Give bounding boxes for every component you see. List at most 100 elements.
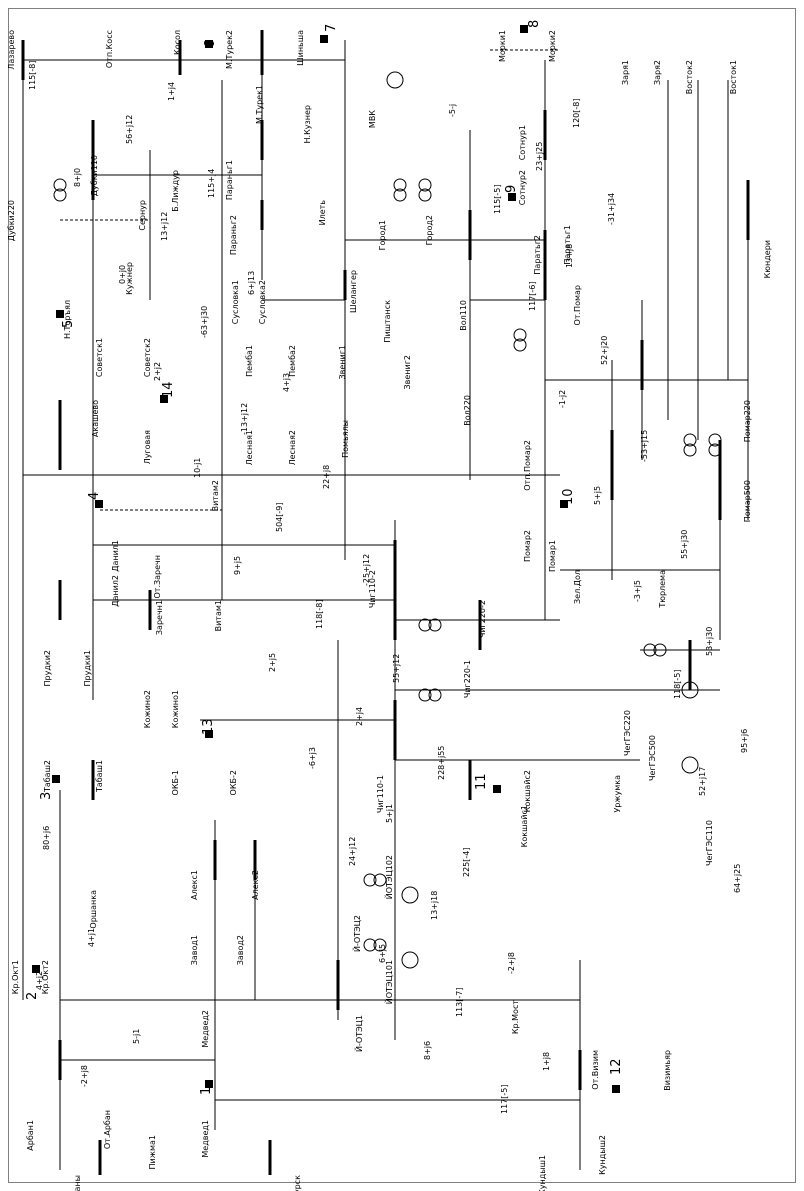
node-label-n22: Город2 [425,215,434,245]
flow-label: 4+j3 [282,373,291,392]
node-label-n11: Восток2 [685,60,694,94]
flow-label: 8+j6 [423,1041,432,1060]
node-label-n90: ЙОТЭЦ101 [383,960,394,1004]
node-label-n68: ЧегГЭС500 [648,735,657,781]
flow-label: 80+j6 [42,826,51,850]
node-label-n5: М.Турек1 [255,85,264,124]
flow-label: -13+j12 [240,403,249,435]
node-label-n27: Кюндери [763,240,772,278]
flow-labels: 115[-8]8+j00+j02+j210-j19+j52+j5-6+j324+… [28,61,749,1115]
node-label-n21: Город1 [378,220,387,250]
node-label-n43: Вол220 [463,395,472,426]
flow-label: 115[-8] [28,61,37,91]
node-label-n26: Паратьг2 [533,235,542,275]
node-label-n89: Й-ОТЭЦ1 [353,1015,364,1052]
node-label-n50: Отп.Помар2 [523,440,532,491]
node-label-n46: Луговая [143,430,152,464]
flow-label: 118[-8] [315,600,324,630]
flow-label: -6+j3 [308,747,317,769]
node-label-n79: ЧегГЭС110 [705,820,714,866]
node-label-n57: Помар1 [548,540,557,572]
flow-label: 6+j5 [378,944,387,963]
flow-label: 2+j5 [268,653,277,672]
node-label-n54: От.Заречн [153,555,162,599]
flow-label: 4+j2 [35,971,44,990]
flow-label: 64+j25 [733,864,742,893]
flow-label: 1+j4 [167,82,176,101]
flow-label: 13+j12 [160,212,169,241]
node-label-n92: Кр.Мост [511,1000,520,1034]
node-label-n98: Кундыш1 [538,1155,547,1191]
node-label-n19: Илеть [318,200,327,226]
flow-label: 10-j1 [193,458,202,478]
node-label-n48: Лесная2 [288,430,297,465]
flow-label: 5-j1 [132,1029,141,1044]
area-number: 12 [609,1058,624,1075]
node-label-n81: Алекс2 [251,870,260,900]
node-label-n58: Зел.Дол [573,570,582,604]
flow-label: 113[-7] [455,988,464,1018]
flow-label: 55+j30 [680,530,689,559]
area-number: 13 [201,718,216,735]
node-label-n100: Люльпаны [73,1175,82,1191]
node-label-n32: Сусловка2 [258,280,267,324]
flow-label: 52+j17 [698,767,707,796]
node-label-n74: Табаш1 [95,760,104,793]
flow-label: 13+j8 [565,244,574,268]
node-label-n71: ОКБ-1 [171,770,180,795]
node-label-n13: Дубки110 [90,155,99,196]
node-label-n60: Чиг110-2 [368,570,377,608]
flow-label: -3+j5 [633,580,642,602]
flow-label: 115[-5] [493,185,502,215]
node-label-n55: Витам2 [211,480,220,511]
flow-label: -2+j8 [507,952,516,974]
diagram-frame [8,8,796,1183]
flow-label: 55+j12 [392,654,401,683]
node-label-n38: Советск2 [143,338,152,377]
node-label-n1: Лазарево [7,30,16,70]
node-label-n51: Помар500 [743,480,752,522]
node-label-n23: Сотнур1 [518,125,527,160]
area-number: 9 [504,185,519,193]
node-label-n39: Пемба1 [245,345,254,377]
node-label-n2: Отп.Косс [105,30,114,68]
node-label-n47: Лесная1 [245,430,254,465]
node-label-n101: Пижма1 [148,1135,157,1169]
node-label-n12: Восток1 [729,60,738,94]
area-number: 6 [203,40,218,48]
area-number: 1 [199,1087,214,1095]
flow-label: 9+j5 [233,556,242,575]
node-label-n4: М.Турек2 [225,30,234,69]
busbars [21,30,750,1175]
area-number: 2 [25,992,40,1000]
node-label-n76: Кокшайс2 [523,770,532,812]
flow-label: 225[-4] [462,848,471,878]
flow-label: 95+j6 [740,729,749,753]
node-label-n70: Кожино1 [171,690,180,728]
node-label-n72: ОКБ-2 [229,770,238,795]
node-label-n45: Акашево [91,400,100,437]
flow-label: -25+j12 [362,554,371,586]
flow-label: 228+j55 [437,746,446,780]
flow-label: 120[-8] [572,99,581,129]
node-label-n66: Чиг220-1 [463,660,472,698]
node-label-n59: Тюрлема [658,570,667,609]
node-label-n42: Звениг2 [403,355,412,390]
area-number: 14 [161,381,176,398]
node-label-n53: Данил2 [111,575,120,607]
node-label-n96: От.Арбан [103,1110,112,1149]
flow-label: 53+j30 [705,627,714,656]
flow-label: 4+j1 [87,928,96,947]
node-label-n44: Помар220 [743,400,752,442]
node-label-n75: Чиг110-1 [376,775,385,813]
node-label-n36: От.Помар [573,285,582,325]
node-label-n97: Медвед1 [201,1120,210,1158]
flow-label: 2+j4 [355,707,364,726]
node-label-n6: Шиньша [296,30,305,66]
node-label-n85: Завод1 [190,935,199,965]
area-number: 5 [61,320,76,328]
node-label-n10: Заря2 [653,60,662,85]
node-label-n78: Уржумка [613,775,622,813]
